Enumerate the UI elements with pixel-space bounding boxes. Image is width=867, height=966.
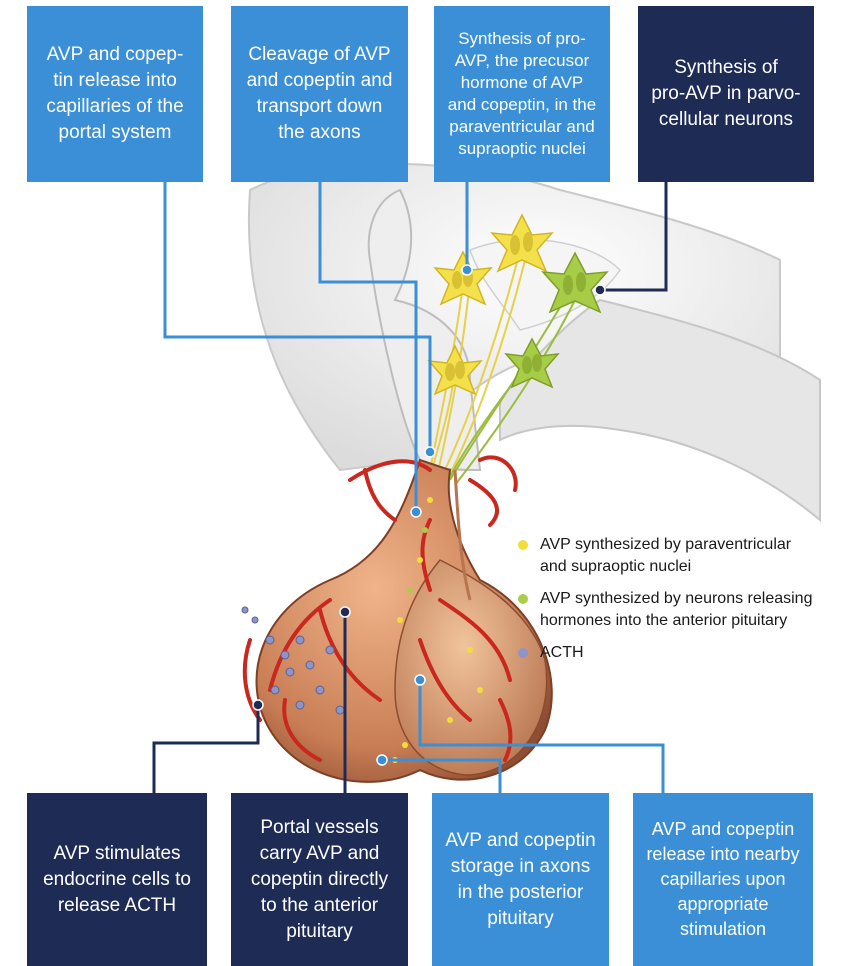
- pituitary-gland: [257, 460, 552, 782]
- box-release-capillaries-portal: AVP and copep- tin release into capillar…: [27, 6, 203, 182]
- legend-label: ACTH: [540, 642, 862, 664]
- blue-dot-icon: [518, 648, 528, 658]
- box-cleavage-transport: Cleavage of AVP and copeptin and transpo…: [231, 6, 408, 182]
- legend-label: AVP synthesized by neurons releasing hor…: [540, 588, 862, 632]
- brain-background: [249, 164, 820, 520]
- box-release-nearby-capillaries: AVP and copeptin release into nearby cap…: [633, 793, 813, 966]
- legend-label: AVP synthesized by paraventricular and s…: [540, 534, 862, 578]
- line-avp-stimulates-endocrine: [154, 705, 258, 793]
- box-portal-vessels-carry: Portal vessels carry AVP and copeptin di…: [231, 793, 408, 966]
- box-avp-stimulates-endocrine: AVP stimulates endocrine cells to releas…: [27, 793, 207, 966]
- legend-item-green: AVP synthesized by neurons releasing hor…: [512, 588, 862, 632]
- legend-item-acth: ACTH: [512, 642, 862, 664]
- box-storage-posterior: AVP and copeptin storage in axons in the…: [432, 793, 609, 966]
- legend: AVP synthesized by paraventricular and s…: [512, 534, 862, 674]
- box-synthesis-pro-avp-nuclei: Synthesis of pro- AVP, the precusor horm…: [434, 6, 610, 182]
- box-synthesis-parvocellular: Synthesis of pro-AVP in parvo- cellular …: [638, 6, 814, 182]
- yellow-dot-icon: [518, 540, 528, 550]
- green-dot-icon: [518, 594, 528, 604]
- legend-item-yellow: AVP synthesized by paraventricular and s…: [512, 534, 862, 578]
